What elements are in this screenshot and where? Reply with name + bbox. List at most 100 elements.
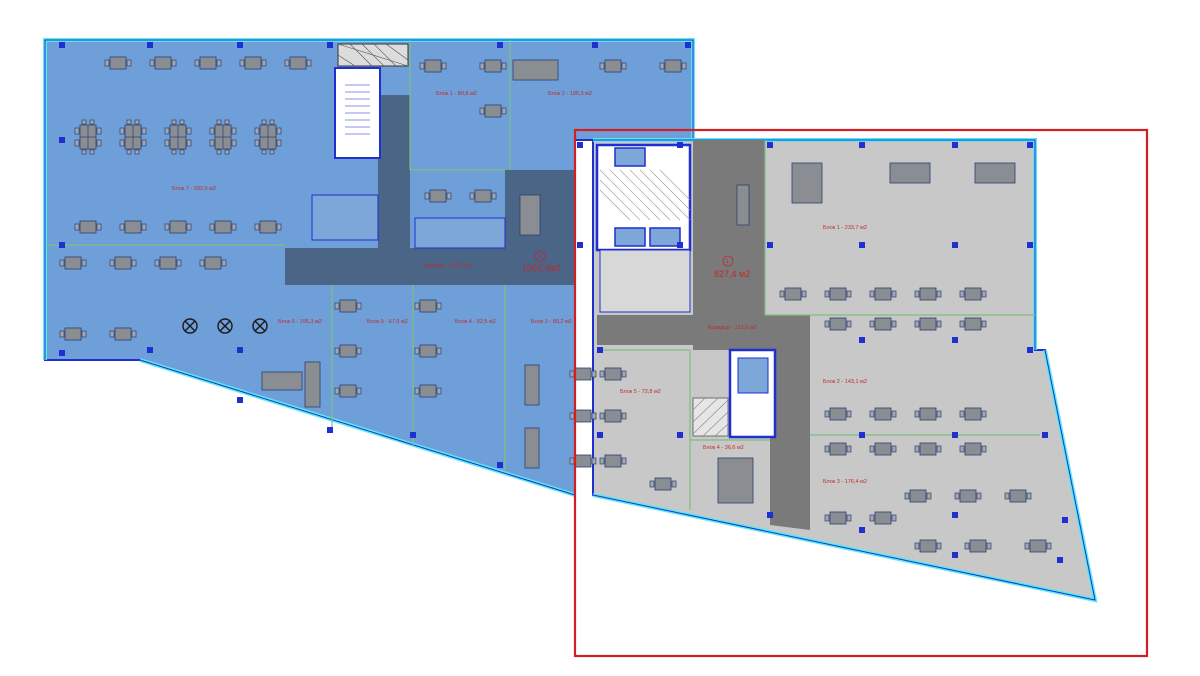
column bbox=[859, 242, 865, 248]
desk-pod bbox=[334, 299, 362, 313]
office-desk bbox=[889, 162, 931, 184]
column bbox=[859, 432, 865, 438]
wc-left bbox=[311, 194, 379, 241]
column bbox=[859, 142, 865, 148]
column bbox=[147, 42, 153, 48]
column bbox=[410, 432, 416, 438]
desk-pod bbox=[199, 256, 227, 270]
office-desk bbox=[512, 59, 559, 81]
desk-pod bbox=[599, 409, 627, 423]
desk-pod bbox=[959, 442, 987, 456]
column bbox=[59, 242, 65, 248]
structural-columns bbox=[59, 42, 1068, 563]
furniture-layer bbox=[59, 56, 1052, 553]
desk-pod bbox=[284, 56, 312, 70]
desk-pod bbox=[599, 59, 627, 73]
office-desk bbox=[974, 162, 1016, 184]
column bbox=[1027, 347, 1033, 353]
column bbox=[767, 142, 773, 148]
column bbox=[597, 347, 603, 353]
desk-pod bbox=[334, 384, 362, 398]
desk-cluster bbox=[254, 119, 282, 155]
room-label-zone1-blok2: Блок 2 - 143,1 м2 bbox=[823, 379, 867, 385]
zone-2-number: 2 bbox=[538, 254, 541, 260]
desk-pod bbox=[194, 56, 222, 70]
column bbox=[147, 347, 153, 353]
column bbox=[1062, 517, 1068, 523]
room-label-zone2-blok7: Блок 7 - 292,0 м2 bbox=[172, 186, 216, 192]
desk-pod bbox=[649, 477, 677, 491]
desk-pod bbox=[824, 287, 852, 301]
office-desk bbox=[736, 184, 750, 226]
column bbox=[597, 432, 603, 438]
room-label-zone2-blok5: Блок 5 - 67,0 м2 bbox=[367, 319, 408, 325]
column bbox=[59, 42, 65, 48]
room-label-zone2-blok1: Блок 1 - 80,8 м2 bbox=[436, 91, 477, 97]
desk-pod bbox=[59, 256, 87, 270]
zone-1-marker bbox=[722, 255, 734, 267]
desk-pod bbox=[914, 287, 942, 301]
office-desk bbox=[524, 364, 540, 406]
column bbox=[59, 350, 65, 356]
column bbox=[677, 142, 683, 148]
room-label-zone2-blok2: Блок 2 - 105,3 м2 bbox=[548, 91, 592, 97]
column bbox=[1027, 142, 1033, 148]
desk-pod bbox=[154, 256, 182, 270]
desk-cluster bbox=[209, 119, 237, 155]
desk-pod bbox=[164, 220, 192, 234]
desk-pod bbox=[59, 327, 87, 341]
desk-pod bbox=[869, 511, 897, 525]
zone-1-corridor bbox=[597, 140, 810, 530]
desk-pod bbox=[119, 220, 147, 234]
desk-pod bbox=[1004, 489, 1032, 503]
zone-1-number: 1 bbox=[726, 259, 729, 265]
desk-pod bbox=[964, 539, 992, 553]
room-label-zone1-blok5: Блок 5 - 72,8 м2 bbox=[620, 389, 661, 395]
desk-pod bbox=[824, 317, 852, 331]
column bbox=[952, 337, 958, 343]
desk-pod bbox=[569, 367, 597, 381]
desk-cluster bbox=[74, 119, 102, 155]
lounge-seat bbox=[217, 318, 233, 334]
desk-cluster bbox=[119, 119, 147, 155]
column bbox=[59, 137, 65, 143]
column bbox=[1042, 432, 1048, 438]
column bbox=[952, 512, 958, 518]
desk-pod bbox=[414, 299, 442, 313]
column bbox=[952, 242, 958, 248]
desk-pod bbox=[74, 220, 102, 234]
desk-pod bbox=[914, 442, 942, 456]
room-label-zone2-blok4: Блок 4 - 82,5 м2 bbox=[455, 319, 496, 325]
desk-pod bbox=[869, 317, 897, 331]
meeting-table bbox=[261, 371, 303, 391]
desk-pod bbox=[959, 317, 987, 331]
room-label-zone1-blok3: Блок 3 - 176,4 м2 bbox=[823, 479, 867, 485]
desk-pod bbox=[109, 327, 137, 341]
desk-pod bbox=[659, 59, 687, 73]
desk-pod bbox=[904, 489, 932, 503]
desk-pod bbox=[239, 56, 267, 70]
desk-pod bbox=[914, 317, 942, 331]
desk-pod bbox=[424, 189, 452, 203]
lounge-seat bbox=[252, 318, 268, 334]
office-desk bbox=[791, 162, 823, 204]
column bbox=[1057, 557, 1063, 563]
stairwell bbox=[334, 67, 381, 159]
desk-pod bbox=[959, 407, 987, 421]
zone-2-area: 1060,4м2 bbox=[522, 263, 561, 273]
column bbox=[677, 432, 683, 438]
desk-pod bbox=[914, 539, 942, 553]
desk-pod bbox=[149, 56, 177, 70]
column bbox=[497, 42, 503, 48]
desk-pod bbox=[824, 407, 852, 421]
column bbox=[327, 42, 333, 48]
desk-pod bbox=[419, 59, 447, 73]
column bbox=[237, 42, 243, 48]
desk-pod bbox=[599, 367, 627, 381]
desk-pod bbox=[954, 489, 982, 503]
desk-pod bbox=[469, 189, 497, 203]
column bbox=[859, 337, 865, 343]
column bbox=[237, 397, 243, 403]
desk-pod bbox=[334, 344, 362, 358]
